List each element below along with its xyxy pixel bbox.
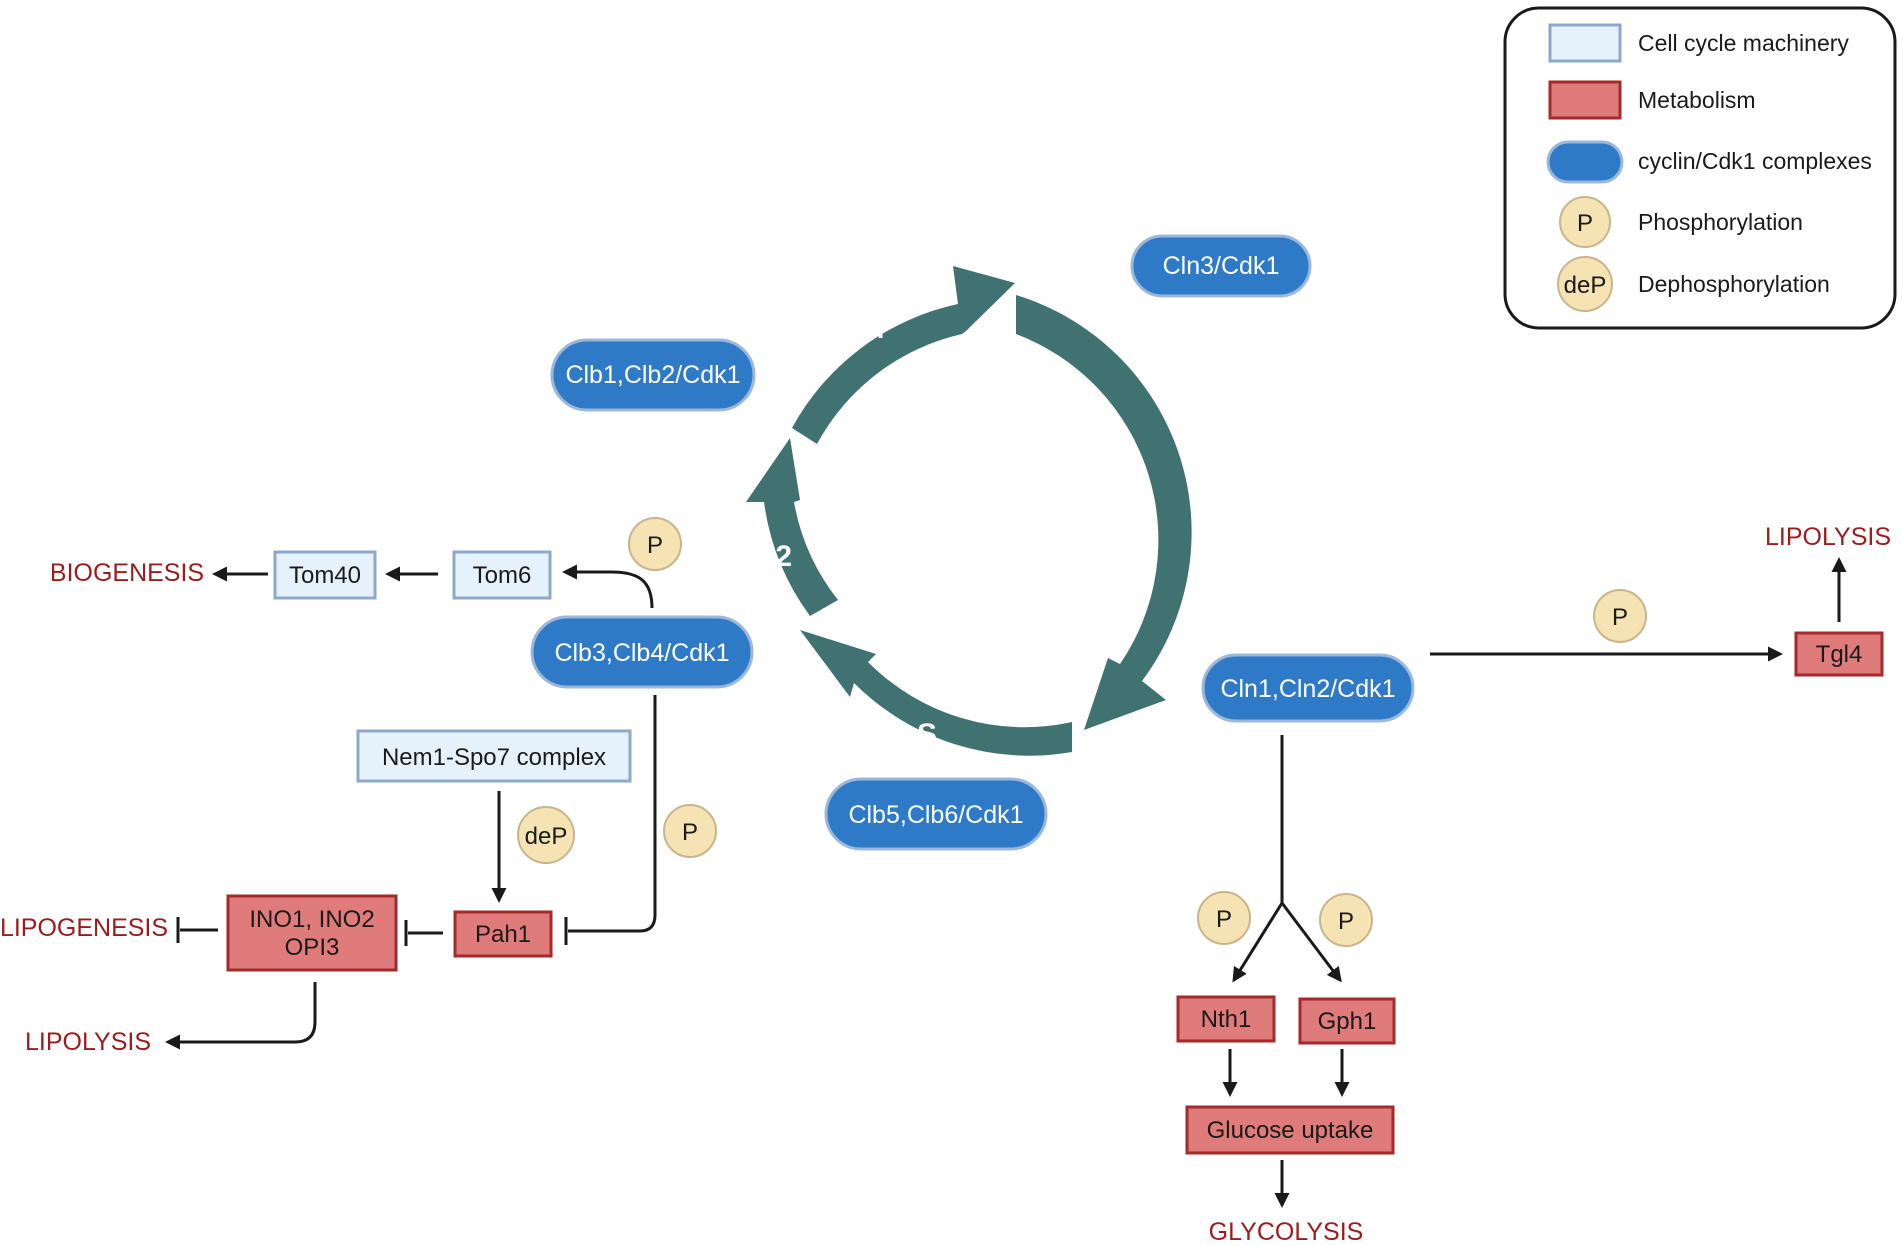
metabolism-nth1-label: Nth1 [1201, 1006, 1252, 1033]
svg-text:P: P [1216, 906, 1232, 933]
cyclin-clb12-label: Clb1,Clb2/Cdk1 [565, 361, 740, 389]
legend-machinery-label: Cell cycle machinery [1638, 30, 1849, 56]
metabolism-nth1: Nth1 [1176, 995, 1276, 1043]
metabolism-glucose-uptake-label: Glucose uptake [1207, 1117, 1374, 1144]
legend: Cell cycle machinery Metabolism cyclin/C… [1503, 6, 1897, 330]
svg-text:P: P [1338, 908, 1354, 935]
legend-item-dephosphorylation: deP Dephosphorylation [1557, 256, 1830, 312]
legend-item-cyclin: cyclin/Cdk1 complexes [1546, 140, 1872, 184]
mark-dep-pah1: deP [517, 806, 575, 864]
mark-p-gph1: P [1319, 893, 1373, 947]
metabolism-pah1-label: Pah1 [475, 921, 531, 948]
phase-g1-arrow [1016, 295, 1192, 730]
metabolism-glucose-uptake: Glucose uptake [1185, 1105, 1395, 1155]
outcome-lipolysis-right: LIPOLYSIS [1765, 523, 1891, 551]
metabolism-tgl4: Tgl4 [1794, 631, 1884, 677]
legend-phosphorylation-label: Phosphorylation [1638, 209, 1803, 235]
svg-text:P: P [682, 819, 698, 846]
phase-s-arrow [800, 630, 1072, 756]
metabolism-gph1-label: Gph1 [1318, 1008, 1377, 1035]
arrow-branch-nth1 [1232, 902, 1284, 983]
mark-p-nth1: P [1197, 891, 1251, 945]
legend-cyclin-label: cyclin/Cdk1 complexes [1638, 148, 1872, 174]
cell-cycle-ring: M G1 S G2 [746, 266, 1233, 756]
phase-g2-arrow [746, 438, 838, 616]
machinery-tom6: Tom6 [452, 550, 552, 600]
metabolism-pah1: Pah1 [453, 910, 553, 958]
cyclin-cln12: Cln1,Cln2/Cdk1 [1201, 653, 1415, 723]
outcome-glycolysis: GLYCOLYSIS [1209, 1218, 1364, 1245]
phase-g1-label: G1 [1193, 479, 1233, 512]
legend-p-symbol: P [1577, 210, 1593, 237]
metabolism-gph1: Gph1 [1298, 997, 1396, 1045]
outcome-biogenesis: BIOGENESIS [50, 559, 204, 587]
metabolism-opi3-label: OPI3 [285, 934, 340, 961]
mark-p-pah1: P [663, 804, 717, 858]
legend-dephosphorylation-label: Dephosphorylation [1638, 271, 1830, 297]
arrow-branch-gph1 [1280, 902, 1342, 983]
cyclin-clb34-label: Clb3,Clb4/Cdk1 [554, 639, 729, 667]
machinery-nem1-spo7-label: Nem1-Spo7 complex [382, 744, 606, 771]
metabolism-ino-opi3: INO1, INO2 OPI3 [226, 894, 398, 972]
arrow-clb34-tom6 [562, 564, 654, 609]
metabolism-ino-label: INO1, INO2 [249, 906, 374, 933]
legend-item-metabolism: Metabolism [1548, 80, 1756, 120]
phase-g2-label: G2 [752, 540, 792, 573]
machinery-tom6-label: Tom6 [473, 562, 532, 589]
cyclin-clb34: Clb3,Clb4/Cdk1 [530, 615, 754, 689]
phase-m-arrow [792, 266, 1015, 444]
metabolism-tgl4-label: Tgl4 [1816, 641, 1863, 668]
legend-item-phosphorylation: P Phosphorylation [1559, 196, 1803, 248]
svg-text:deP: deP [525, 823, 568, 850]
svg-text:P: P [1612, 604, 1628, 631]
mark-p-tgl4: P [1593, 589, 1647, 643]
cyclin-clb56: Clb5,Clb6/Cdk1 [824, 777, 1048, 851]
legend-metabolism-label: Metabolism [1638, 87, 1756, 113]
cyclin-cln3: Cln3/Cdk1 [1130, 234, 1312, 298]
machinery-nem1-spo7: Nem1-Spo7 complex [356, 729, 632, 783]
legend-item-machinery: Cell cycle machinery [1548, 23, 1849, 63]
outcome-lipogenesis: LIPOGENESIS [0, 914, 168, 942]
cyclin-clb56-label: Clb5,Clb6/Cdk1 [848, 801, 1023, 829]
phase-s-label: S [917, 718, 937, 751]
cyclin-cln3-label: Cln3/Cdk1 [1163, 252, 1280, 280]
arrow-ino-lipolysis [165, 982, 317, 1050]
machinery-tom40-label: Tom40 [289, 562, 361, 589]
mark-p-tom6: P [628, 517, 682, 571]
legend-dep-symbol: deP [1564, 272, 1607, 299]
machinery-tom40: Tom40 [273, 550, 377, 600]
cyclin-clb12: Clb1,Clb2/Cdk1 [550, 338, 756, 412]
svg-text:P: P [647, 532, 663, 559]
phase-m-label: M [860, 312, 885, 345]
inhibit-clb34-pah1 [568, 695, 657, 933]
connectors [165, 557, 1847, 1208]
cyclin-cln12-label: Cln1,Cln2/Cdk1 [1220, 675, 1395, 703]
outcome-lipolysis-left: LIPOLYSIS [25, 1028, 151, 1056]
